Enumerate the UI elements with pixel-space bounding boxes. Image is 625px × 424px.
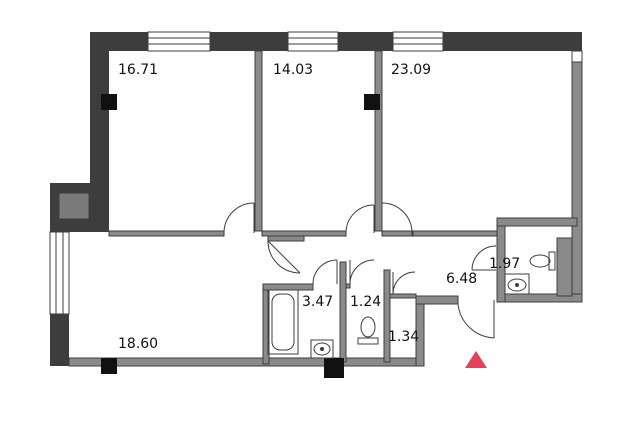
area-label-wc: 1.24 bbox=[350, 294, 381, 310]
bathtub-icon bbox=[267, 289, 299, 355]
sink-icon bbox=[310, 339, 334, 359]
exterior-walls bbox=[50, 32, 582, 366]
interior-walls bbox=[68, 50, 583, 367]
doors bbox=[223, 202, 497, 339]
ventilation-duct bbox=[58, 192, 90, 220]
toilet-icon bbox=[357, 316, 379, 345]
sink-icon bbox=[504, 273, 530, 295]
area-label-living: 18.60 bbox=[118, 336, 158, 352]
area-label-bath: 3.47 bbox=[302, 294, 333, 310]
columns bbox=[101, 94, 380, 378]
area-label-wc-2: 1.97 bbox=[489, 256, 520, 272]
area-label-hall: 6.48 bbox=[446, 271, 477, 287]
entrance-triangle-icon bbox=[465, 351, 487, 368]
area-label-room-2: 14.03 bbox=[273, 62, 313, 78]
area-label-room-3: 23.09 bbox=[391, 62, 431, 78]
toilet-icon bbox=[529, 251, 556, 271]
area-label-closet: 1.34 bbox=[388, 329, 419, 345]
area-label-room-1: 16.71 bbox=[118, 62, 158, 78]
